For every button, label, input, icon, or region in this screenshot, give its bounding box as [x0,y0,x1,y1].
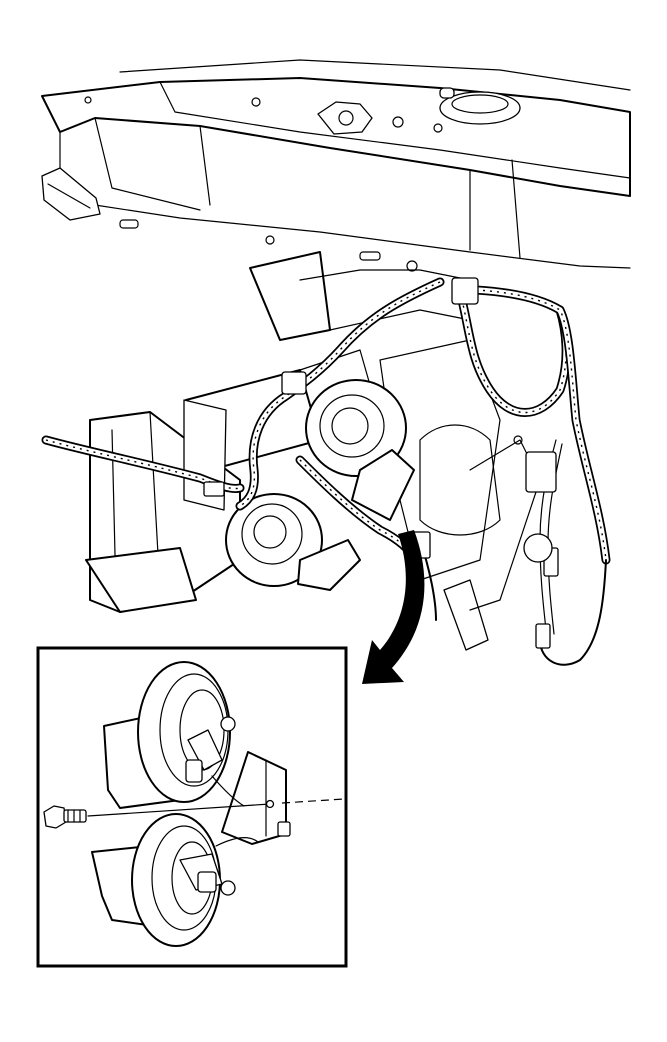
radiator-support-upper [41,59,631,272]
main-assembly-view [41,59,631,684]
harness-connector-right [525,451,557,493]
hood-latch [317,101,373,135]
upper-horn [305,379,415,521]
lower-horn-bracket [297,539,361,591]
upper-horn-bracket [351,449,415,521]
detail-lower-horn [91,813,259,947]
detail-view [36,646,348,968]
detail-upper-horn [103,661,245,809]
horn-mounting-bracket [221,751,291,845]
coolant-cap [439,91,521,125]
harness-connector-left [281,371,307,395]
callout-arrow [362,530,425,684]
lower-horn [225,493,361,591]
wiring-harness [41,277,611,666]
mounting-bolt [43,798,345,829]
left-mounting-bracket [41,167,101,221]
harness-connector-top [451,277,479,305]
